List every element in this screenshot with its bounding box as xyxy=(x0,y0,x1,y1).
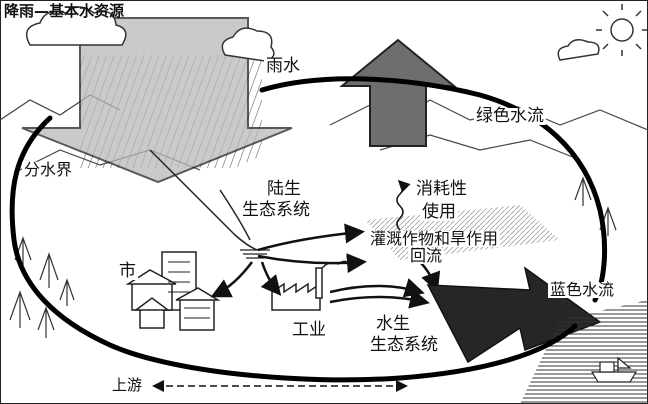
city-label: 市 xyxy=(117,261,138,281)
irrigation-label: 灌溉作物和旱作用 xyxy=(368,229,501,248)
consumptive-use-label-2: 使用 xyxy=(420,202,458,222)
lake-icon xyxy=(240,249,270,259)
consumptive-use-squiggle xyxy=(396,179,411,231)
blue-flow-label: 蓝色水流 xyxy=(548,280,617,299)
return-flow-label: 回流 xyxy=(408,246,445,265)
city-buildings xyxy=(125,251,221,331)
river xyxy=(149,149,259,251)
industry-label: 工业 xyxy=(290,320,328,340)
green-flow-label: 绿色水流 xyxy=(474,106,546,126)
sun-icon xyxy=(596,4,647,56)
factory xyxy=(271,260,353,311)
aquatic-ecosystem-label-2: 生态系统 xyxy=(368,335,440,355)
watershed-label: 分水界 xyxy=(22,160,75,179)
boat-icon xyxy=(590,356,638,383)
rain-label: 雨水 xyxy=(264,56,302,76)
diagram-title: 降雨—基本水资源 xyxy=(4,2,125,20)
land-ecosystem-label-1: 陆生 xyxy=(265,179,303,199)
consumptive-use-label-1: 消耗性 xyxy=(414,179,469,199)
land-ecosystem-label-2: 生态系统 xyxy=(240,200,312,220)
clouds xyxy=(25,6,600,62)
aquatic-ecosystem-label-1: 水生 xyxy=(374,314,412,334)
upstream-label: 上游 xyxy=(110,376,145,394)
green-flow-arrow xyxy=(339,38,457,147)
